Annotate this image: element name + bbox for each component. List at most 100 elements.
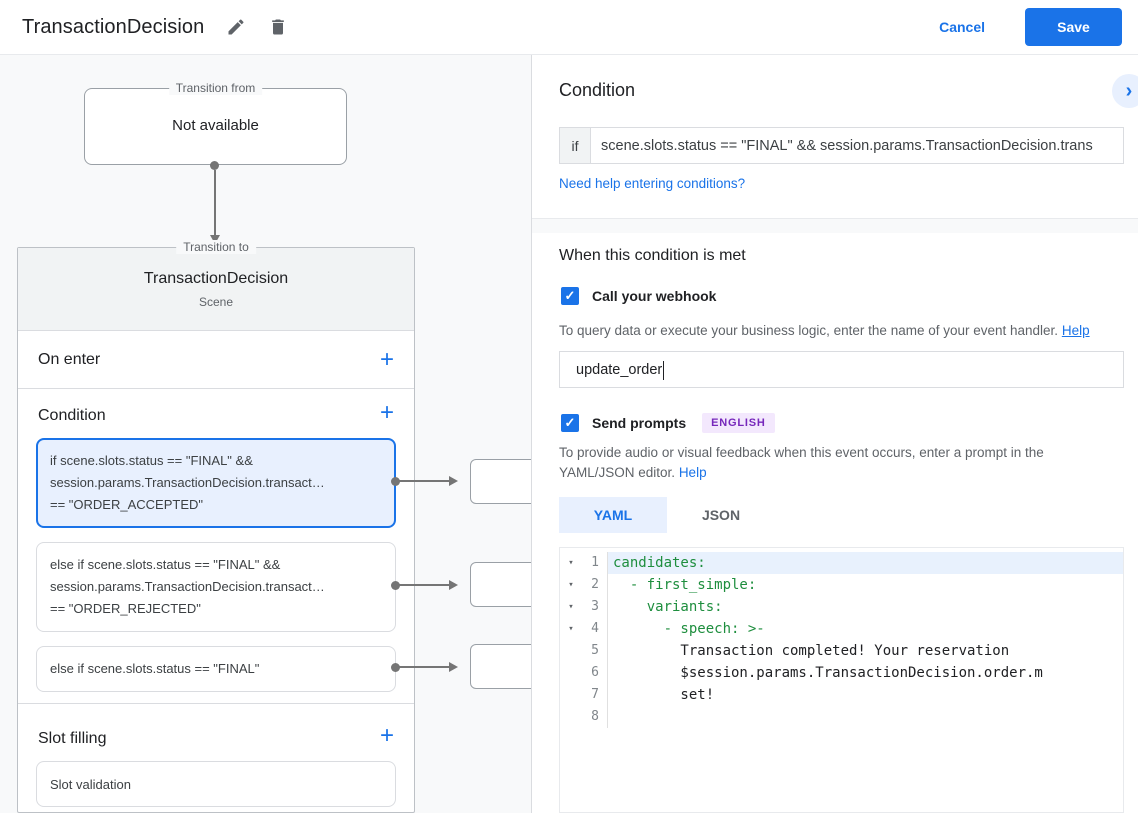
editor-line: ▾ 4 - speech: >-: [560, 618, 1123, 640]
code-text[interactable]: [608, 706, 1123, 728]
line-number: 2: [591, 577, 599, 592]
editor-line: 8: [560, 706, 1123, 728]
gutter-separator: [604, 618, 608, 640]
condition-card[interactable]: else if scene.slots.status == "FINAL" &&…: [36, 542, 396, 632]
section-divider: [532, 218, 1138, 233]
transition-from-box: Transition from Not available: [84, 81, 347, 165]
scene-header: TransactionDecision Scene: [18, 248, 414, 331]
connector-dot: [210, 161, 219, 170]
webhook-row: ✓ Call your webhook: [561, 287, 716, 305]
connector-line: [398, 584, 450, 586]
text-caret: [663, 361, 664, 380]
check-icon: ✓: [564, 415, 576, 430]
fold-arrow-icon[interactable]: ▾: [568, 558, 574, 568]
transition-from-label: Transition from: [168, 81, 263, 95]
transition-target-box[interactable]: [470, 459, 531, 504]
condition-card-line: else if scene.slots.status == "FINAL" &&: [50, 557, 281, 572]
editor-format-tabs: YAML JSON: [559, 497, 775, 533]
condition-help-link[interactable]: Need help entering conditions?: [559, 176, 746, 191]
add-slot-button[interactable]: +: [379, 722, 394, 749]
connector-arrowhead: [449, 662, 458, 672]
tab-json[interactable]: JSON: [701, 507, 741, 523]
connector-line: [398, 666, 450, 668]
language-badge: ENGLISH: [702, 413, 775, 433]
code-text[interactable]: candidates:: [608, 552, 1123, 574]
condition-expression-value[interactable]: scene.slots.status == "FINAL" && session…: [601, 137, 1093, 154]
condition-card[interactable]: else if scene.slots.status == "FINAL": [36, 646, 396, 692]
condition-section: Condition + if scene.slots.status == "FI…: [18, 389, 414, 704]
gutter-separator: [604, 596, 608, 618]
editor-line: 7 set!: [560, 684, 1123, 706]
edit-pencil-icon[interactable]: [226, 17, 246, 37]
page-title: TransactionDecision: [22, 15, 205, 38]
connector-line: [214, 170, 216, 236]
save-button[interactable]: Save: [1025, 8, 1122, 46]
connector-arrowhead: [210, 235, 220, 244]
webhook-label: Call your webhook: [592, 288, 717, 304]
tab-yaml[interactable]: YAML: [559, 497, 667, 533]
connector-dot: [391, 663, 400, 672]
code-text[interactable]: $session.params.TransactionDecision.orde…: [613, 665, 1043, 681]
webhook-helper-text: To query data or execute your business l…: [559, 321, 1090, 341]
prompts-helper: To provide audio or visual feedback when…: [559, 445, 1044, 480]
gutter-separator: [604, 662, 608, 684]
fold-arrow-icon[interactable]: ▾: [568, 580, 574, 590]
check-icon: ✓: [564, 288, 576, 303]
code-text[interactable]: set!: [613, 687, 715, 703]
send-prompts-checkbox[interactable]: ✓: [561, 414, 579, 432]
webhook-input-box: [559, 351, 1124, 388]
condition-expression-field[interactable]: if scene.slots.status == "FINAL" && sess…: [559, 127, 1124, 164]
add-on-enter-button[interactable]: +: [379, 345, 394, 373]
call-webhook-checkbox[interactable]: ✓: [561, 287, 579, 305]
condition-card[interactable]: if scene.slots.status == "FINAL" && sessi…: [36, 438, 396, 528]
scene-subtitle: Scene: [198, 295, 234, 309]
prompts-help-link[interactable]: Help: [678, 465, 707, 480]
transition-from-content: Not available: [172, 117, 259, 134]
add-condition-button[interactable]: +: [379, 399, 394, 426]
line-number: 4: [591, 621, 599, 636]
fold-gutter: [560, 684, 582, 706]
fold-arrow-icon[interactable]: ▾: [568, 602, 574, 612]
slot-filling-section: Slot filling + Slot validation: [18, 704, 414, 807]
fold-gutter: [560, 662, 582, 684]
code-text[interactable]: Transaction completed! Your reservation: [613, 643, 1010, 659]
flow-canvas: Transition from Not available Transition…: [0, 55, 531, 813]
webhook-helper: To query data or execute your business l…: [559, 323, 1059, 338]
on-enter-label: On enter: [38, 350, 101, 368]
delete-trash-icon[interactable]: [268, 17, 288, 37]
fold-gutter: [560, 706, 582, 728]
condition-card-line: if scene.slots.status == "FINAL" &&: [50, 453, 253, 468]
webhook-help-link[interactable]: Help: [1061, 323, 1090, 338]
transition-target-box[interactable]: [470, 562, 531, 607]
slot-validation-card[interactable]: Slot validation: [36, 761, 396, 807]
line-number: 6: [591, 665, 599, 680]
gutter-separator: [604, 574, 608, 596]
editor-line: ▾3 variants:: [560, 596, 1123, 618]
panel-title: Condition: [559, 80, 636, 100]
gutter-separator: [604, 684, 608, 706]
when-met-title: When this condition is met: [559, 247, 746, 264]
editor-line: ▾ 2 - first_simple:: [560, 574, 1123, 596]
line-number: 5: [591, 643, 599, 658]
transition-target-box[interactable]: [470, 644, 531, 689]
condition-card-line: == "ORDER_ACCEPTED": [50, 497, 203, 512]
cancel-button[interactable]: Cancel: [939, 19, 985, 35]
code-text[interactable]: variants:: [613, 599, 723, 615]
condition-card-line: == "ORDER_REJECTED": [50, 601, 201, 616]
code-text[interactable]: - speech: >-: [613, 621, 765, 637]
gutter-separator: [604, 552, 608, 574]
connector-dot: [391, 581, 400, 590]
connector-arrowhead: [449, 476, 458, 486]
scene-title: TransactionDecision: [143, 270, 289, 287]
webhook-name-input[interactable]: [576, 361, 1107, 378]
slot-filling-label: Slot filling: [38, 730, 107, 747]
line-number: 8: [591, 709, 599, 724]
on-enter-section: On enter +: [18, 331, 414, 389]
fold-arrow-icon[interactable]: ▾: [568, 624, 574, 634]
collapse-panel-button[interactable]: ›: [1112, 74, 1138, 108]
gutter-separator: [604, 706, 608, 728]
condition-card-line: session.params.TransactionDecision.trans…: [50, 475, 325, 490]
code-text[interactable]: - first_simple:: [613, 577, 757, 593]
